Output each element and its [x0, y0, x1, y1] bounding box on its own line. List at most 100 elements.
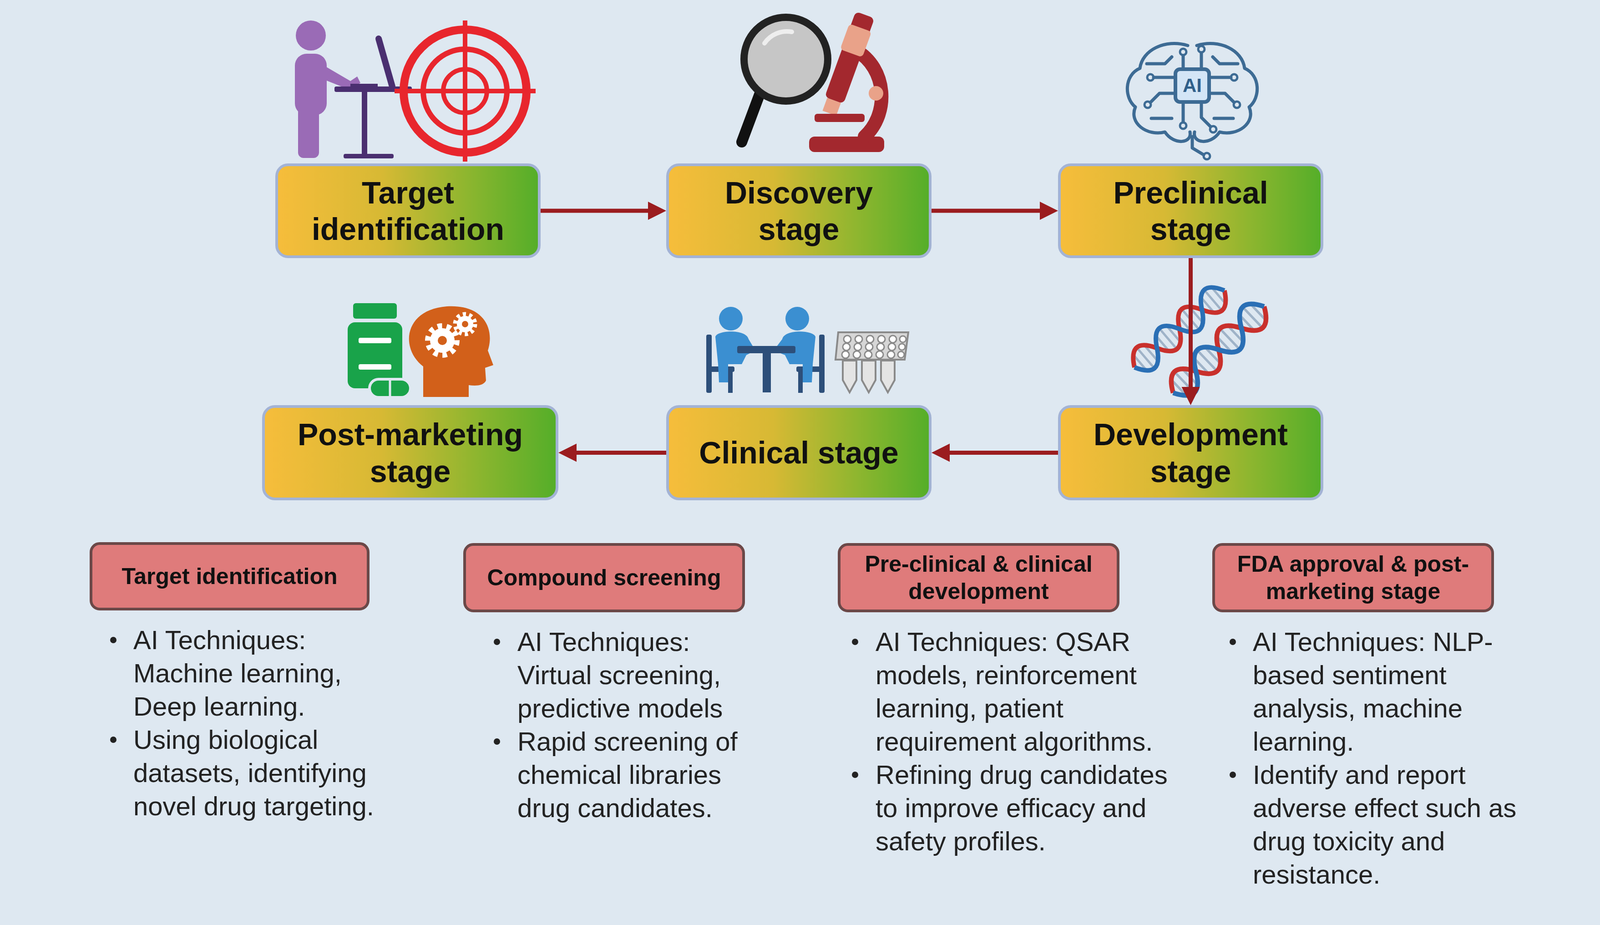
stage-box: Clinical stage: [666, 405, 932, 501]
icon-label: AI: [1175, 69, 1210, 102]
well-plate-icon-part: [835, 332, 909, 360]
well-plate-icon: [835, 332, 909, 393]
well-plate-icon-part-part: [861, 360, 876, 393]
consultation-icon-part: [785, 306, 810, 331]
dna-icon: [1125, 279, 1275, 404]
bullet-dot: [1229, 771, 1236, 778]
ai-brain-icon-part: [1198, 45, 1205, 53]
head-gears-icon-part: [455, 313, 476, 335]
researcher-icon-part: [298, 106, 319, 158]
bullet-text: AI Techniques: QSAR models, reinforcemen…: [875, 624, 1175, 758]
head-gears-icon: [409, 306, 494, 397]
microscope-icon-part: [809, 136, 885, 152]
head-gears-icon-part: [409, 306, 494, 397]
ai-brain-icon-part: [1179, 48, 1187, 56]
flow-arrow: [558, 443, 667, 462]
info-heading: Compound screening: [487, 563, 722, 592]
ai-brain-icon-part: [1147, 74, 1154, 81]
well-plate-icon-part-part: [889, 335, 897, 343]
magnifier-icon-part: [764, 31, 792, 44]
bullet-dot: [493, 738, 501, 745]
connector-line: [540, 208, 649, 213]
bullet-text: AI Techniques: NLP-based sentiment analy…: [1252, 624, 1535, 758]
stage-label: Development stage: [1081, 415, 1301, 489]
consultation-icon-part: [715, 331, 756, 383]
info-heading-box: Compound screening: [463, 542, 745, 613]
target-icon-part: [394, 20, 536, 162]
microscope-icon-part-part: [822, 97, 841, 116]
researcher-icon-part: [378, 38, 393, 87]
microscope-icon-part-part: [840, 23, 872, 58]
microscope-icon: [809, 10, 885, 152]
consultation-icon-part: [706, 334, 712, 393]
consultation-icon-part: [762, 352, 771, 393]
pill-bottle-icon-part: [358, 364, 392, 370]
info-heading: Pre-clinical & clinical development: [851, 550, 1106, 605]
stage-label: Discovery stage: [689, 174, 909, 248]
bullet-item: Using biological datasets, identifying n…: [89, 722, 398, 823]
info-heading-box: Target identification: [89, 541, 370, 611]
head-gears-icon-part: [461, 320, 469, 328]
target-icon-part: [458, 84, 472, 98]
well-plate-icon-part-part: [876, 343, 885, 351]
consultation-icon-part: [718, 306, 743, 331]
bullet-list: AI Techniques: Virtual screening, predic…: [463, 624, 757, 825]
arrow-head: [558, 443, 577, 462]
consultation-icon-part: [819, 334, 825, 393]
magnifier-icon: [741, 17, 828, 142]
info-panel: Target identification AI Techniques: Mach…: [89, 541, 398, 823]
well-plate-icon-part-part: [841, 350, 850, 359]
well-plate-icon-part-part: [888, 343, 896, 351]
well-plate-icon-part-part: [898, 343, 906, 350]
connector-line: [949, 450, 1059, 455]
stage-box: Target identification: [275, 163, 541, 259]
dna-icon-part-part: [1163, 295, 1275, 404]
info-panel: Pre-clinical & clinical development AI Te…: [837, 542, 1175, 858]
info-heading: Target identification: [121, 562, 338, 590]
consultation-icon-part: [773, 331, 816, 383]
pill-bottle-icon-part: [358, 337, 392, 344]
arrow-head: [931, 443, 950, 462]
well-plate-icon-part-part: [866, 335, 874, 343]
consultation-icon-part: [728, 370, 733, 393]
magnifier-icon-part: [744, 17, 828, 102]
well-plate-icon-part-part: [887, 350, 895, 359]
bullet-dot: [110, 736, 117, 743]
microscope-icon-part: [868, 86, 884, 101]
researcher-icon: [294, 20, 412, 159]
ai-brain-icon-part: [1230, 74, 1238, 81]
stage-box: Discovery stage: [666, 163, 932, 259]
ai-brain-icon-part: [1210, 126, 1217, 133]
microscope-icon-part-part: [824, 11, 875, 104]
well-plate-icon-part-part: [853, 350, 861, 359]
ai-brain-icon: [1127, 43, 1257, 160]
well-plate-icon-part-part: [899, 335, 907, 343]
bullet-item: AI Techniques: Machine learning, Deep le…: [89, 622, 398, 723]
stage-label: Clinical stage: [698, 434, 899, 471]
stage-label: Preclinical stage: [1081, 174, 1301, 248]
well-plate-icon-part-part: [842, 343, 851, 351]
connector-line: [931, 208, 1040, 213]
bullet-dot: [110, 636, 117, 644]
bullet-dot: [851, 771, 859, 778]
ai-brain-icon-part: [1144, 101, 1151, 108]
bullet-list: AI Techniques: NLP-based sentiment analy…: [1212, 624, 1535, 891]
researcher-icon-part: [295, 20, 326, 51]
bullet-item: Identify and report adverse effect such …: [1212, 757, 1535, 891]
well-plate-icon-part: [842, 360, 895, 393]
stage-box: Preclinical stage: [1058, 163, 1324, 259]
flow-arrow: [931, 201, 1059, 220]
arrow-head: [1181, 386, 1200, 406]
bullet-text: Using biological datasets, identifying n…: [133, 722, 398, 823]
bullet-list: AI Techniques: QSAR models, reinforcemen…: [837, 624, 1175, 858]
bullet-item: Rapid screening of chemical libraries dr…: [463, 724, 757, 825]
pill-bottle-icon-part: [389, 380, 392, 396]
bullet-item: Refining drug candidates to improve effi…: [837, 757, 1175, 858]
bullet-dot: [1229, 638, 1236, 645]
dna-icon-part: [1163, 295, 1275, 404]
stage-box: Post-marketing stage: [262, 405, 559, 501]
bullet-text: Rapid screening of chemical libraries dr…: [517, 724, 757, 825]
magnifier-icon-part: [741, 93, 760, 142]
